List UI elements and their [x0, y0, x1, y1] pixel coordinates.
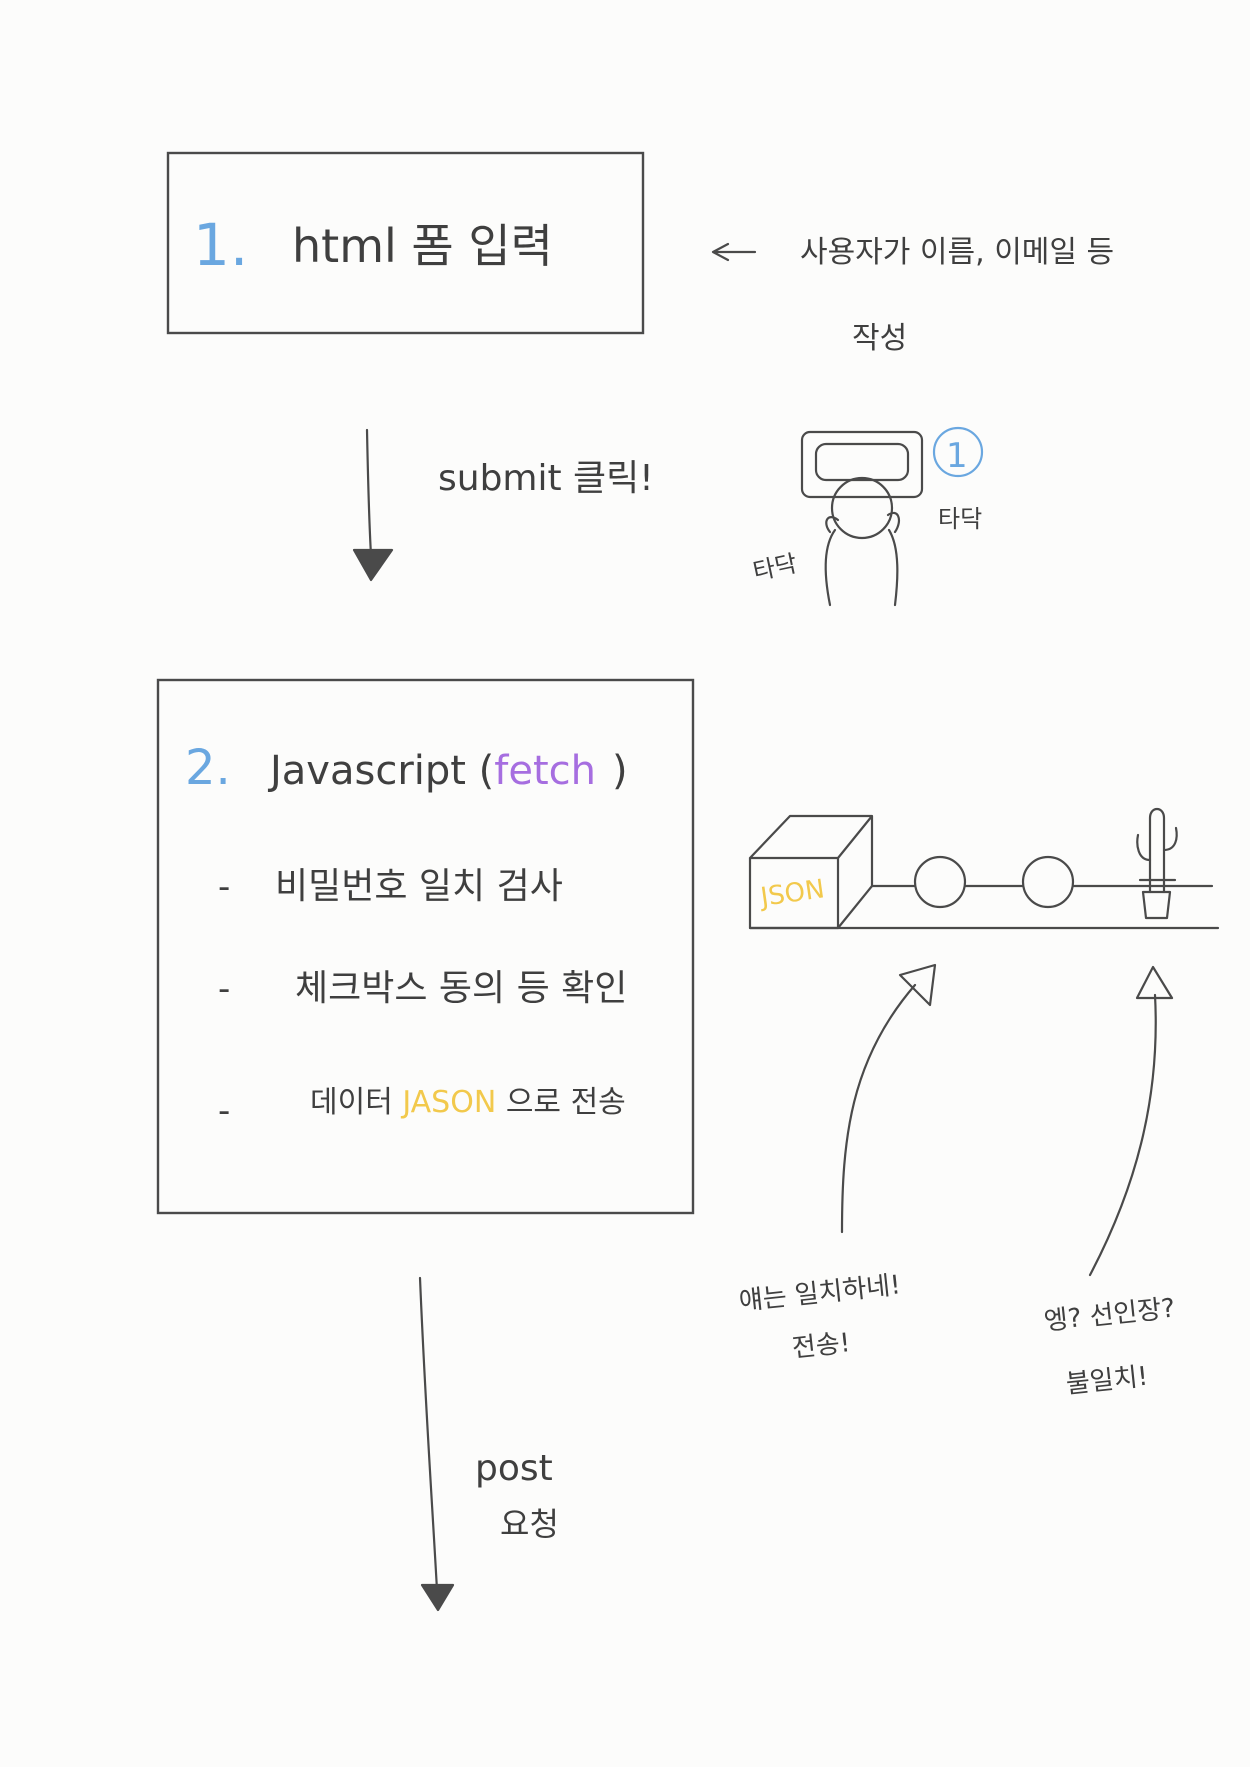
conveyor-illustration: JSON	[748, 807, 1220, 930]
arrow2: post 요청	[418, 1276, 559, 1612]
comment-left-line2: 전송!	[791, 1328, 852, 1364]
down-arrow-icon	[365, 428, 373, 557]
item-circle	[1021, 855, 1075, 909]
list-item-text: 체크박스 동의 등 확인	[295, 968, 627, 1009]
typing-sound-left: 타닥	[750, 549, 799, 586]
up-arrow-right-icon	[1088, 993, 1157, 1277]
down-arrow-icon	[418, 1276, 439, 1592]
list-item-text: 데이터 JASON 으로 전송	[310, 1085, 626, 1120]
json-cube-label: JSON	[757, 874, 827, 913]
person-head	[830, 476, 894, 540]
step1-note: 사용자가 이름, 이메일 등 작성	[711, 235, 1114, 356]
step2-title-fetch: fetch	[494, 748, 596, 794]
badge-circle	[932, 426, 984, 478]
step1-note-line1: 사용자가 이름, 이메일 등	[800, 235, 1114, 270]
monitor-icon	[800, 430, 924, 499]
arrow2-label-line1: post	[475, 1448, 553, 1489]
arrow1: submit 클릭!	[352, 428, 654, 582]
typing-badge: 1	[946, 436, 968, 476]
up-arrow-left-icon	[840, 983, 917, 1234]
step2-number: 2.	[185, 740, 231, 796]
list-item-text-after: 으로 전송	[496, 1085, 625, 1120]
list-item-bullet: -	[218, 969, 230, 1009]
item-circle	[913, 855, 967, 909]
step2-title: Javascript (fetch)	[267, 748, 628, 794]
list-item-highlight: JASON	[400, 1085, 496, 1120]
comment-right-line2: 불일치!	[1065, 1362, 1150, 1400]
comment-right-line1: 엥? 선인장?	[1043, 1293, 1177, 1337]
typing-sound-right: 타닥	[938, 505, 982, 533]
list-item-bullet: -	[218, 867, 230, 907]
comment-left-line1: 얘는 일치하네!	[738, 1270, 902, 1317]
step1-title: html 폼 입력	[292, 219, 553, 273]
step1-note-line2: 작성	[852, 321, 907, 356]
left-arrow-icon	[711, 242, 757, 262]
step1-box: 1. html 폼 입력	[166, 151, 645, 335]
step2-title-suffix: )	[612, 748, 628, 794]
step1-number: 1.	[193, 211, 248, 279]
list-item-text-before: 데이터	[310, 1085, 402, 1120]
step2-box: 2. Javascript (fetch) - 비밀번호 일치 검사 - 체크박…	[156, 678, 695, 1215]
typing-person-illustration: 1 타닥 타닥	[750, 426, 984, 607]
check-arrows	[840, 963, 1174, 1277]
arrow2-label-line2: 요청	[500, 1505, 559, 1543]
cactus-icon	[1136, 807, 1178, 920]
arrow1-label: submit 클릭!	[438, 458, 654, 499]
list-item-text: 비밀번호 일치 검사	[275, 866, 563, 907]
list-item-bullet: -	[218, 1091, 230, 1131]
step2-title-prefix: Javascript (	[267, 748, 494, 794]
